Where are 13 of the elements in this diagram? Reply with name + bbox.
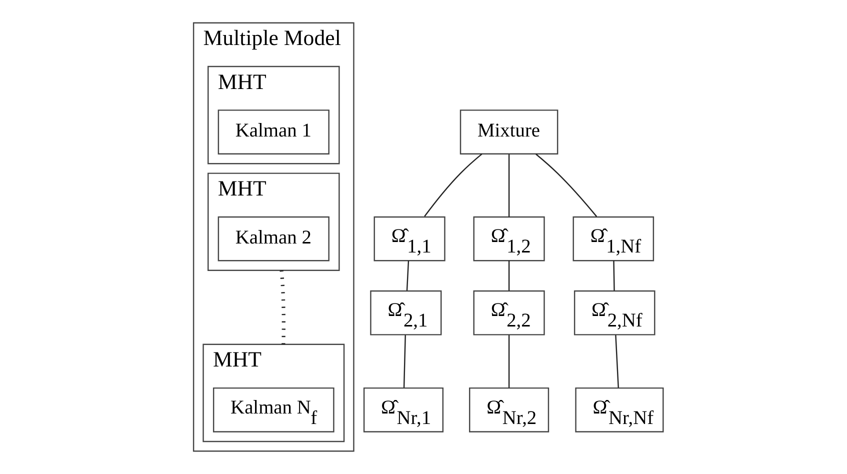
connector (508, 260, 510, 291)
connector (613, 260, 615, 291)
node-box: Kalman 2 (218, 216, 330, 262)
node-box: Kalman 1 (218, 110, 330, 154)
connector (536, 154, 598, 217)
connector (508, 154, 510, 217)
connector (280, 270, 286, 344)
connector (403, 335, 406, 388)
connector (508, 335, 510, 388)
connector (615, 335, 619, 388)
node-box: Mixture (460, 110, 558, 154)
connector (424, 153, 482, 217)
connector (406, 260, 410, 291)
